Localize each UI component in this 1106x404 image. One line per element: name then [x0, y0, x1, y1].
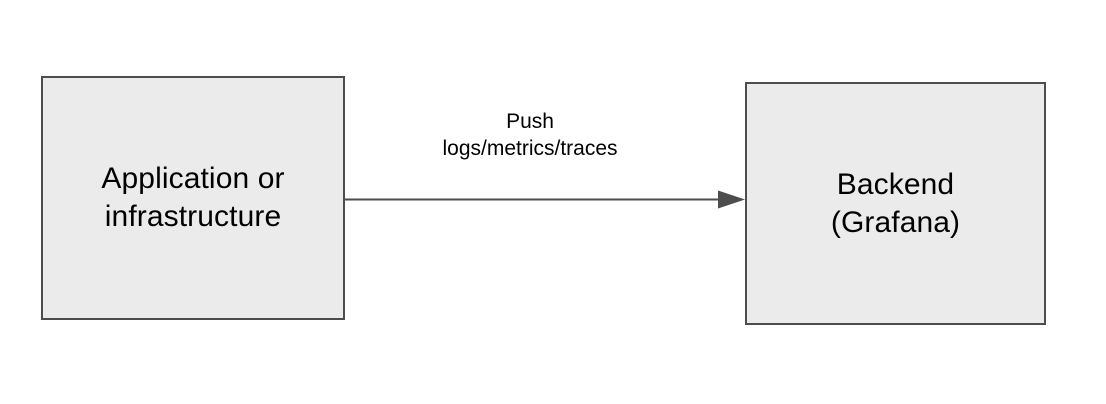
node-backend-label-line1: Backend — [836, 167, 955, 201]
edge-push-arrow[interactable] — [340, 180, 752, 220]
edge-push-label-line1: Push — [506, 110, 554, 133]
arrowhead-right-icon — [718, 190, 745, 209]
node-source-label-line1: Application or — [101, 162, 285, 195]
node-backend-grafana[interactable]: Backend (Grafana) — [745, 82, 1046, 325]
node-application-or-infrastructure[interactable]: Application or infrastructure — [41, 76, 345, 320]
node-backend-label-line2: (Grafana) — [830, 205, 961, 239]
edge-push-label-line2: logs/metrics/traces — [442, 137, 618, 160]
node-source-label-line2: infrastructure — [104, 200, 282, 233]
edge-push-label: Push logs/metrics/traces — [380, 108, 680, 162]
